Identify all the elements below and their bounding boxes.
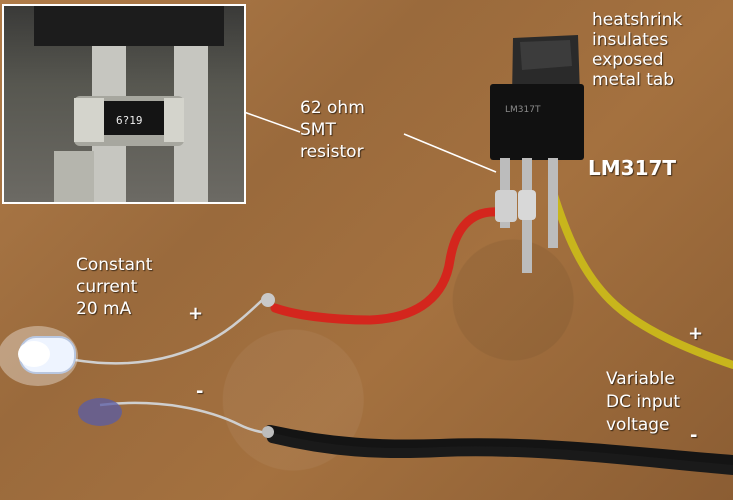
resistor-label: 62 ohm SMT resistor: [300, 98, 365, 162]
smt-code: 6?19: [116, 114, 143, 127]
red-wire: [270, 207, 503, 325]
regulator-label: LM317T: [588, 156, 677, 180]
led-shadow: [78, 398, 122, 426]
regulator-print: LM317T: [505, 105, 541, 115]
resistor-closeup-inset: 6?19: [2, 4, 246, 204]
heatshrink-label: heatshrink insulates exposed metal tab: [592, 10, 683, 90]
pointer-line: [243, 111, 301, 133]
input-minus-sign: -: [690, 425, 698, 446]
input-plus-sign: +: [688, 323, 704, 344]
led: [0, 326, 78, 386]
led-plus-sign: +: [188, 303, 204, 324]
input-voltage-label: Variable DC input voltage: [606, 369, 681, 435]
led-minus-sign: -: [196, 381, 204, 402]
led-anode-lead: [74, 294, 269, 365]
current-label: Constant current 20 mA: [76, 255, 153, 319]
led-cathode-lead: [99, 401, 273, 436]
black-wire: [263, 425, 733, 469]
yellow-wire: [549, 188, 733, 369]
lm317t-regulator: LM317T: [490, 35, 584, 273]
